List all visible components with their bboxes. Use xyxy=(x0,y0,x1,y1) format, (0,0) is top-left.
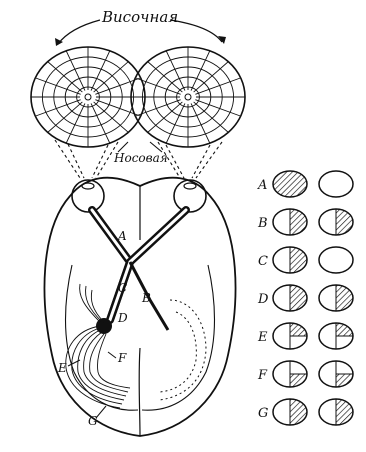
field-spoke xyxy=(91,103,110,143)
defect-eye-field xyxy=(319,247,353,273)
field-spoke xyxy=(35,78,80,94)
left-eye xyxy=(72,180,104,212)
field-defects-panel: A B C D E F G xyxy=(257,171,353,425)
field-spoke xyxy=(194,62,229,92)
label-d: D xyxy=(117,311,128,325)
label-b: B xyxy=(141,291,151,305)
fixation-point xyxy=(185,94,191,100)
defect-row-label: F xyxy=(257,368,268,383)
label-a: A xyxy=(117,229,127,243)
right-visual-field xyxy=(131,47,245,147)
label-f: F xyxy=(117,351,127,365)
defect-shading xyxy=(290,285,307,311)
left-visual-field xyxy=(31,47,145,147)
defect-row: E xyxy=(257,323,353,349)
field-spoke xyxy=(195,100,240,116)
temporal-label: Височная xyxy=(101,8,178,26)
field-spoke xyxy=(148,102,183,132)
tick-g xyxy=(96,406,106,418)
right-arrowhead xyxy=(218,36,226,44)
optic-pathway xyxy=(92,210,186,334)
label-g: G xyxy=(88,414,98,428)
field-spoke xyxy=(66,51,85,91)
defect-shading xyxy=(336,209,353,235)
defect-shading xyxy=(290,399,307,425)
field-spoke xyxy=(94,62,129,92)
defect-row: D xyxy=(257,285,353,311)
field-spoke xyxy=(135,100,180,116)
defect-row-label: A xyxy=(257,178,267,193)
field-spoke xyxy=(194,102,229,132)
defect-row-label: E xyxy=(257,330,268,345)
defect-row-label: B xyxy=(257,216,268,231)
field-spoke xyxy=(166,51,185,91)
label-e: E xyxy=(57,361,67,375)
field-spoke xyxy=(191,103,210,143)
field-spoke xyxy=(135,78,180,94)
label-c: C xyxy=(118,281,127,295)
nasal-label: Носовая xyxy=(113,151,168,165)
optic-radiation xyxy=(66,284,130,408)
defect-row: A xyxy=(257,171,353,197)
defect-row: B xyxy=(257,209,353,235)
field-spoke xyxy=(35,100,80,116)
defect-row: C xyxy=(258,247,353,273)
field-spoke xyxy=(48,102,83,132)
field-spoke xyxy=(191,51,210,91)
right-hemisphere-contour xyxy=(142,265,215,410)
defect-row: F xyxy=(257,361,353,387)
defect-shading xyxy=(290,247,307,273)
field-spoke xyxy=(148,62,183,92)
field-spoke xyxy=(48,62,83,92)
defect-shading xyxy=(336,285,353,311)
field-spoke xyxy=(91,51,110,91)
defect-row-label: G xyxy=(258,406,268,421)
defect-row-label: C xyxy=(258,254,268,269)
field-spoke xyxy=(195,78,240,94)
tick-f xyxy=(108,352,116,358)
occipital-midline xyxy=(139,348,140,436)
defect-row: G xyxy=(258,399,353,425)
right-radiation-dashed xyxy=(160,300,206,400)
defect-eye-field xyxy=(319,171,353,197)
field-spoke xyxy=(66,103,85,143)
right-eye xyxy=(174,180,206,212)
defect-shading xyxy=(290,209,307,235)
defect-row-label: D xyxy=(257,292,269,307)
fixation-point xyxy=(85,94,91,100)
defect-shading xyxy=(336,399,353,425)
field-spoke xyxy=(94,102,129,132)
arrow-to-left-field xyxy=(58,20,100,44)
field-spoke xyxy=(166,103,185,143)
